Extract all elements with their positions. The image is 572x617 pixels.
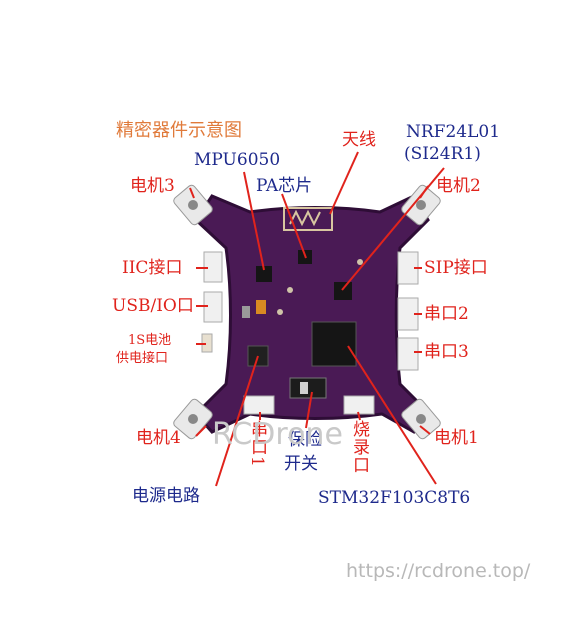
iic-label: IIC接口 (122, 258, 183, 278)
motor3-label: 电机3 (130, 176, 175, 196)
pa-chip-label: PA芯片 (256, 176, 313, 196)
battery-label-2: 供电接口 (116, 351, 169, 366)
figure-title: 精密器件示意图 (116, 120, 242, 141)
serial3-connector (397, 337, 419, 371)
motor1-label: 电机1 (434, 428, 479, 448)
motor4-connector (173, 398, 213, 440)
burn-port-label: 烧录口 (349, 420, 369, 474)
usb-io-label: USB/IO口 (112, 296, 194, 316)
safety-label-2: 开关 (284, 454, 318, 474)
motor1-connector (401, 398, 441, 440)
pointer-lines (189, 151, 445, 487)
power-circuit-label: 电源电路 (132, 486, 200, 506)
mpu-chip (256, 266, 272, 282)
motor2-label: 电机2 (436, 176, 481, 196)
si24r1-label: (SI24R1) (404, 144, 481, 164)
motor3-connector (173, 184, 213, 226)
serial1-connector (243, 395, 275, 415)
serial3-label: 串口3 (424, 342, 469, 362)
burn-port-connector (343, 395, 375, 415)
serial2-label: 串口2 (424, 304, 469, 324)
mcu-chip (311, 321, 357, 367)
nrf-chip (334, 282, 352, 300)
motor4-label: 电机4 (136, 428, 181, 448)
motor2-connector (401, 184, 441, 226)
antenna-label: 天线 (342, 130, 376, 150)
safety-label-1: 保险 (288, 430, 322, 450)
antenna-trace (283, 207, 333, 231)
mcu-label: STM32F103C8T6 (318, 488, 471, 508)
nrf-label: NRF24L01 (406, 122, 501, 142)
battery-label-1: 1S电池 (128, 333, 172, 348)
watermark-url: https://rcdrone.top/ (346, 560, 531, 582)
watermark-brand: RCDrone (212, 417, 343, 452)
sip-label: SIP接口 (424, 258, 488, 278)
serial1-label: 串口1 (247, 420, 267, 468)
mpu-label: MPU6050 (194, 150, 281, 170)
